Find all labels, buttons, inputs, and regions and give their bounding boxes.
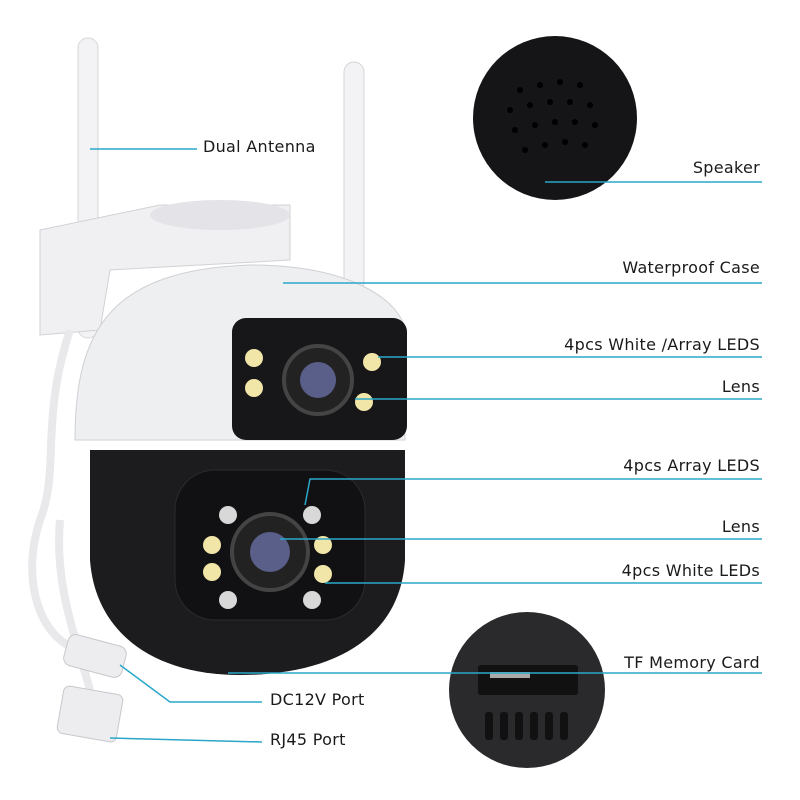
speaker-holes [507,79,598,153]
label-speaker: Speaker [692,158,760,177]
label-tf-card: TF Memory Card [624,653,760,672]
label-array-leds: 4pcs Array LEDS [623,456,760,475]
right-antenna [343,61,365,293]
rj45-connector [56,685,124,743]
label-white-leds: 4pcs White LEDs [621,561,760,580]
cable [28,328,82,654]
label-dual-antenna: Dual Antenna [203,137,316,156]
label-rj45-port: RJ45 Port [270,730,346,749]
callout-lines [90,148,762,743]
speaker-inset [473,36,637,200]
label-dc-port: DC12V Port [270,690,365,709]
label-white-array-leds: 4pcs White /Array LEDS [564,335,760,354]
label-lens-bottom: Lens [721,517,760,536]
label-waterproof-case: Waterproof Case [622,258,760,277]
dc-port-connector [63,634,127,678]
label-lens-top: Lens [721,377,760,396]
